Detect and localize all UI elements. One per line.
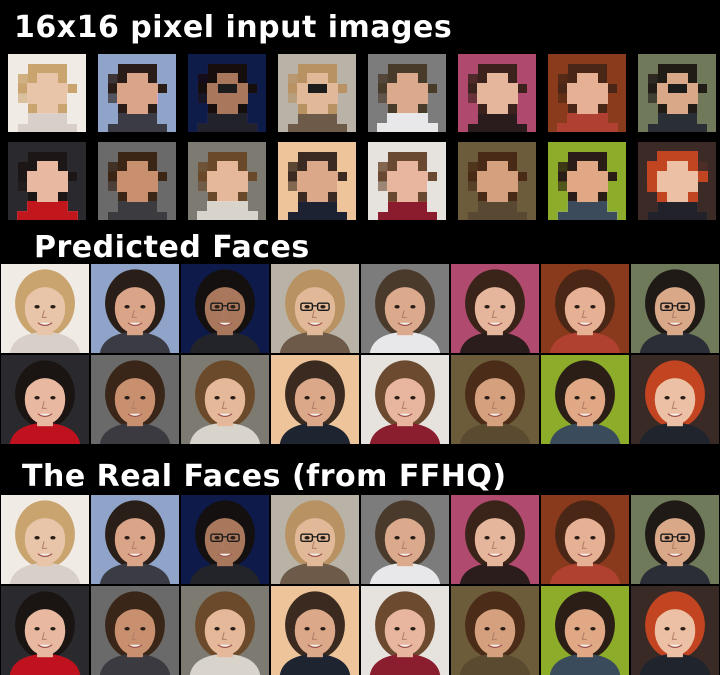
real-face-image [451,586,539,675]
real-face-image [271,495,359,584]
real-faces-heading: The Real Faces (from FFHQ) [22,459,507,494]
real-face-image [181,495,269,584]
predicted-face-image [631,355,719,444]
predicted-face-image [1,264,89,353]
real-face-image [541,586,629,675]
input-images-heading: 16x16 pixel input images [14,10,453,45]
input-face-image [278,142,356,220]
input-face-image [8,142,86,220]
predicted-face-image [181,264,269,353]
predicted-face-image [451,264,539,353]
predicted-face-image [1,355,89,444]
real-face-image [361,495,449,584]
input-image-grid [8,54,716,220]
real-face-image [181,586,269,675]
input-face-image [548,142,626,220]
real-face-image [631,586,719,675]
real-face-image [451,495,539,584]
real-face-image [91,586,179,675]
real-face-image [361,586,449,675]
real-face-grid [1,495,719,675]
input-face-image [638,54,716,132]
predicted-face-image [271,355,359,444]
input-face-image [98,54,176,132]
real-face-image [541,495,629,584]
predicted-face-image [361,264,449,353]
predicted-face-image [541,264,629,353]
input-face-image [638,142,716,220]
input-face-image [278,54,356,132]
real-face-image [631,495,719,584]
real-face-image [1,495,89,584]
input-face-image [188,54,266,132]
predicted-face-image [631,264,719,353]
real-face-image [1,586,89,675]
predicted-face-image [361,355,449,444]
input-face-image [458,54,536,132]
real-face-image [271,586,359,675]
input-face-image [188,142,266,220]
input-face-image [368,142,446,220]
input-face-image [368,54,446,132]
input-face-image [458,142,536,220]
predicted-face-image [541,355,629,444]
input-face-image [8,54,86,132]
predicted-face-image [451,355,539,444]
input-face-image [98,142,176,220]
predicted-face-image [91,264,179,353]
real-face-image [91,495,179,584]
predicted-face-image [181,355,269,444]
input-face-image [548,54,626,132]
predicted-face-grid [1,264,719,444]
predicted-face-image [271,264,359,353]
predicted-faces-heading: Predicted Faces [34,230,310,265]
predicted-face-image [91,355,179,444]
